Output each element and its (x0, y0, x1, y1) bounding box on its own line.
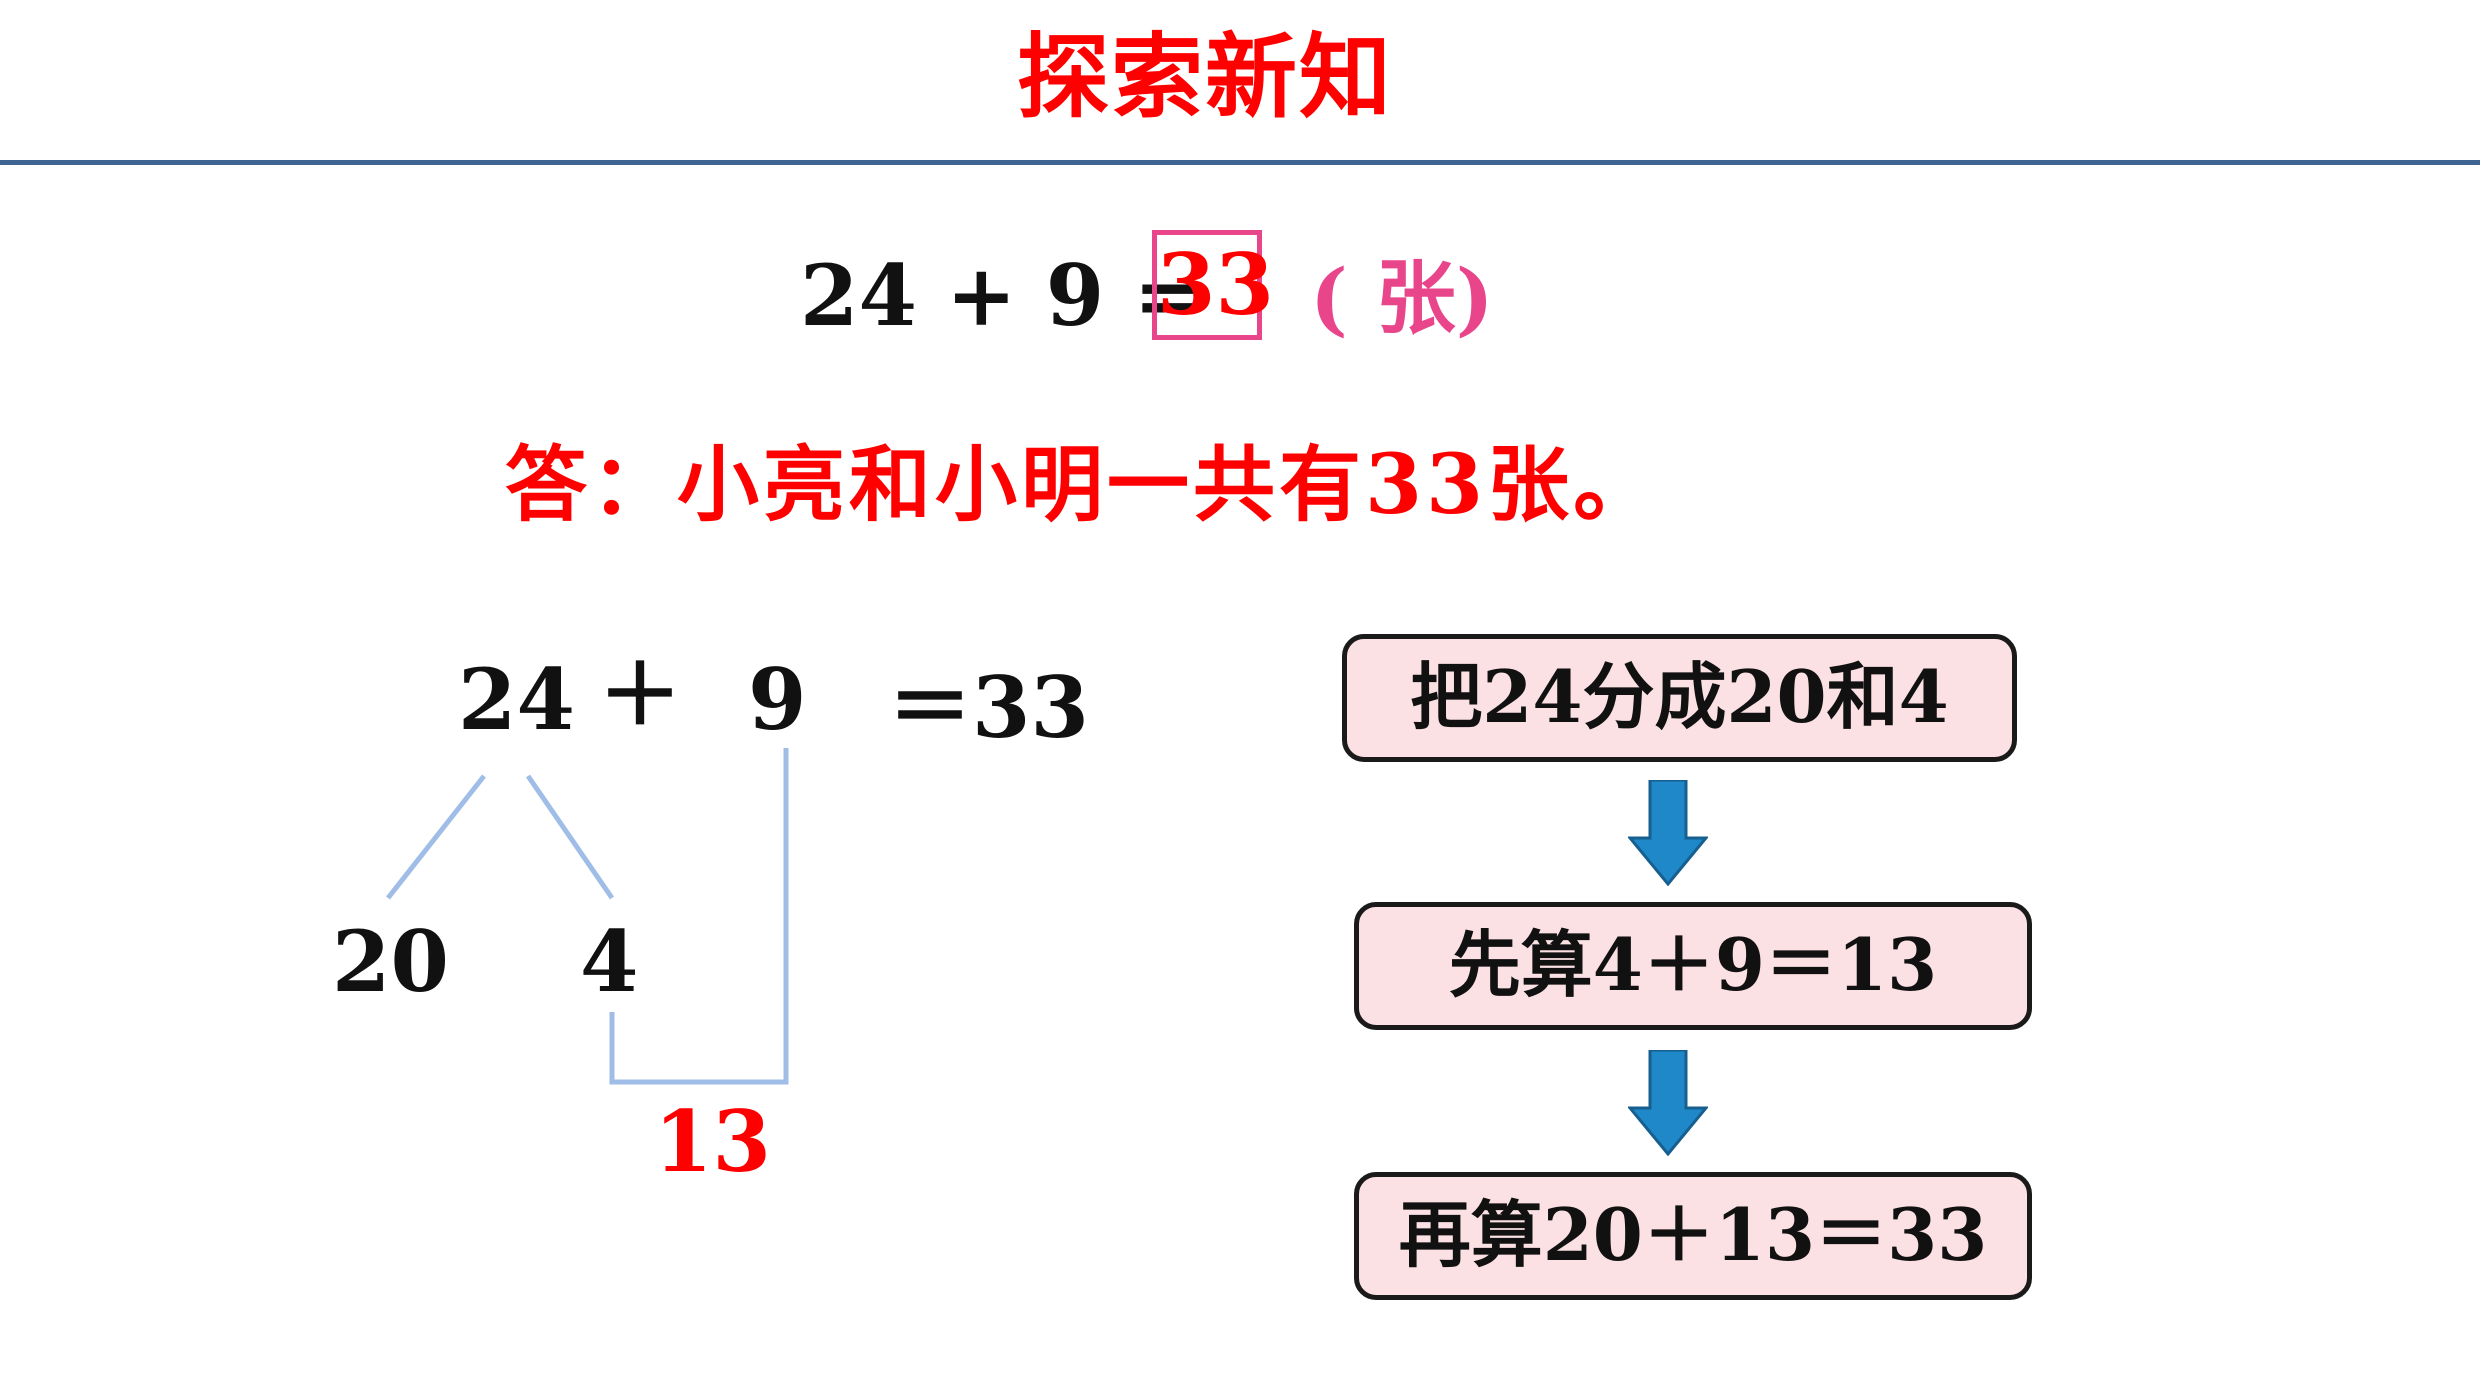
answer-sentence: 答：小亮和小明一共有33张。 (505, 437, 1660, 533)
down-arrow-icon (1628, 780, 1708, 886)
addend-24: 24 (458, 650, 575, 749)
page-title: 探索新知 (1016, 24, 1393, 131)
down-arrow-icon (1628, 1050, 1708, 1156)
partial-sum-13: 13 (654, 1092, 771, 1191)
equation-result: 33 (1157, 235, 1274, 334)
flow-step-1: 把24分成20和4 (1342, 634, 2017, 762)
unit-close-paren: ) (1455, 251, 1494, 345)
flow-step-2-text: 先算4＋9＝13 (1448, 922, 1938, 1007)
equation-lhs: 24 + 9 = (800, 246, 1204, 345)
title-divider (0, 160, 2480, 165)
connector-24-to-4 (525, 774, 615, 900)
split-20: 20 (332, 912, 449, 1011)
equation-unit: ( 张) (1310, 248, 1494, 348)
flow-step-3-text: 再算20＋13＝33 (1398, 1192, 1988, 1277)
connector-24-to-20 (386, 774, 486, 900)
plus-sign: ＋ (598, 645, 683, 744)
flow-step-3: 再算20＋13＝33 (1354, 1172, 2032, 1300)
flow-step-1-text: 把24分成20和4 (1410, 654, 1949, 739)
equals-33: ＝33 (888, 658, 1089, 757)
unit-open-paren: ( (1310, 251, 1376, 345)
addend-9: 9 (748, 650, 807, 749)
unit-text: 张 (1375, 251, 1456, 345)
equation-result-box: 33 (1152, 230, 1274, 340)
flow-step-2: 先算4＋9＝13 (1354, 902, 2032, 1030)
bracket-4-and-9 (609, 748, 789, 1085)
split-4: 4 (580, 912, 639, 1011)
